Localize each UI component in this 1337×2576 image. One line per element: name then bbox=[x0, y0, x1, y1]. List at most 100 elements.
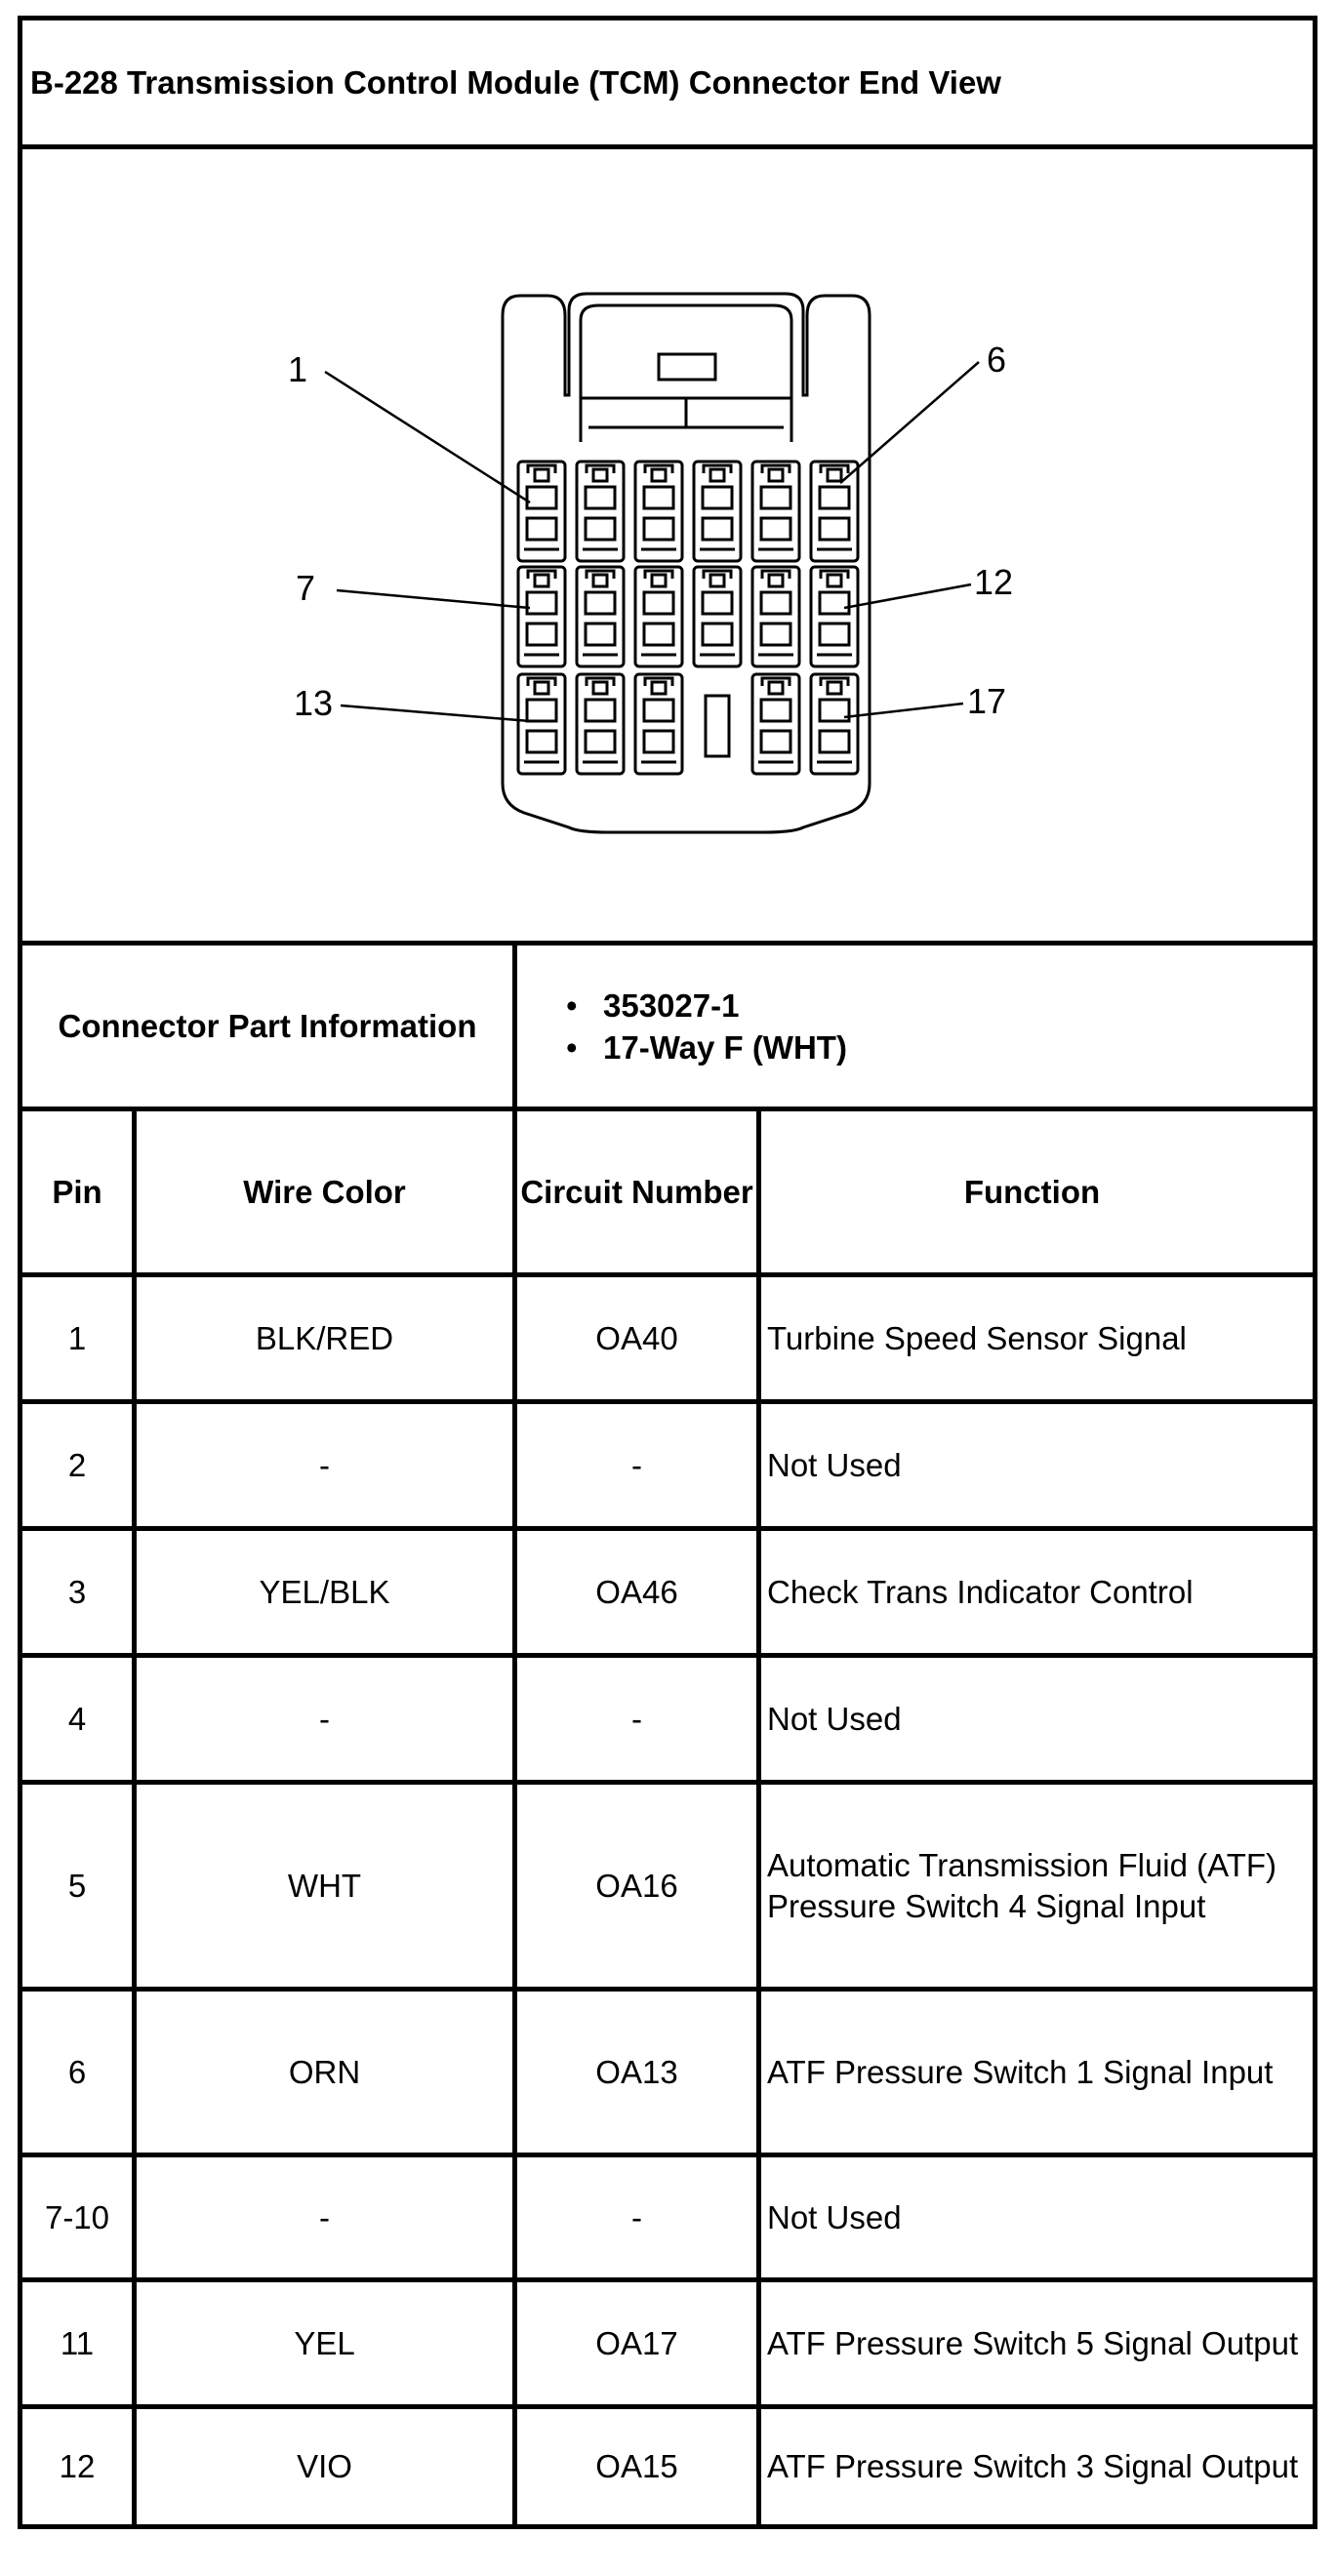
terminal-upper-window bbox=[642, 485, 675, 510]
terminal-tab bbox=[650, 467, 668, 483]
header-pin: Pin bbox=[52, 1173, 102, 1210]
column-divider bbox=[132, 1277, 137, 1399]
cavity-outline bbox=[633, 565, 684, 668]
connector-cavity bbox=[575, 565, 626, 668]
connector-cavity bbox=[750, 672, 801, 776]
header-circuit-number: Circuit Number bbox=[520, 1173, 753, 1210]
column-divider bbox=[512, 1992, 517, 2153]
column-divider bbox=[132, 1111, 137, 1272]
cavity-outline bbox=[575, 672, 626, 776]
pin-cell: 4 bbox=[67, 1700, 87, 1737]
column-divider bbox=[756, 2157, 761, 2277]
column-divider bbox=[512, 946, 517, 1107]
terminal-upper-window bbox=[584, 485, 617, 510]
wire-color-cell: YEL/BLK bbox=[259, 1573, 390, 1610]
cavity-outline bbox=[516, 565, 567, 668]
cavity-outline bbox=[692, 460, 743, 563]
column-divider bbox=[512, 2157, 517, 2277]
cavity-latch bbox=[819, 463, 850, 473]
column-divider bbox=[512, 1404, 517, 1526]
cavity-outline bbox=[633, 460, 684, 563]
cavity-latch bbox=[585, 463, 616, 473]
circuit-cell: OA16 bbox=[595, 1867, 678, 1904]
terminal-lower-window bbox=[525, 729, 558, 754]
terminal-upper-window bbox=[759, 485, 792, 510]
terminal-lower-window bbox=[701, 516, 734, 542]
terminal-tab bbox=[533, 467, 550, 483]
table-row: 3 YEL/BLK OA46 Check Trans Indicator Con… bbox=[22, 1531, 1313, 1658]
column-divider bbox=[512, 1658, 517, 1780]
connector-latch bbox=[579, 303, 793, 400]
function-cell: Turbine Speed Sensor Signal bbox=[767, 1319, 1187, 1356]
wire-color-cell: BLK/RED bbox=[255, 1319, 394, 1356]
table-row: 2 - - Not Used bbox=[22, 1404, 1313, 1531]
column-divider bbox=[756, 1531, 761, 1653]
terminal-lower-window bbox=[759, 729, 792, 754]
column-divider bbox=[756, 1277, 761, 1399]
table-row: 7-10 - - Not Used bbox=[22, 2157, 1313, 2282]
callout-leader-line bbox=[839, 361, 980, 484]
column-divider bbox=[756, 2282, 761, 2404]
callout-label: 1 bbox=[288, 349, 307, 389]
column-divider bbox=[756, 1404, 761, 1526]
cavity-latch bbox=[526, 676, 557, 686]
pin-cell: 2 bbox=[67, 1446, 87, 1483]
cavity-outline bbox=[575, 460, 626, 563]
cavity-outline bbox=[575, 565, 626, 668]
connector-housing-outline bbox=[501, 292, 871, 834]
table-row: 12 VIO OA15 ATF Pressure Switch 3 Signal… bbox=[22, 2409, 1313, 2524]
connector-cavity bbox=[633, 565, 684, 668]
table-header-row: Pin Wire Color Circuit Number Function bbox=[22, 1111, 1313, 1277]
function-cell: Not Used bbox=[767, 1446, 902, 1483]
connector-key-slot bbox=[704, 694, 731, 758]
wire-color-cell: ORN bbox=[288, 2053, 361, 2090]
terminal-lower-window bbox=[759, 516, 792, 542]
terminal-upper-window bbox=[759, 698, 792, 723]
cavity-latch bbox=[526, 463, 557, 473]
terminal-tab bbox=[591, 467, 609, 483]
callout-label: 17 bbox=[967, 681, 1006, 721]
pin-cell: 3 bbox=[67, 1573, 87, 1610]
connector-cavity bbox=[516, 672, 567, 776]
terminal-upper-window bbox=[525, 590, 558, 616]
cavity-latch bbox=[819, 569, 850, 579]
terminal-lower-window bbox=[584, 516, 617, 542]
connector-cavity bbox=[809, 565, 860, 668]
cavity-latch bbox=[643, 463, 674, 473]
column-divider bbox=[132, 1992, 137, 2153]
circuit-cell: OA46 bbox=[595, 1573, 678, 1610]
terminal-lower-window bbox=[642, 622, 675, 647]
cavity-outline bbox=[692, 565, 743, 668]
terminal-lower-window bbox=[818, 729, 851, 754]
table-row: 6 ORN OA13 ATF Pressure Switch 1 Signal … bbox=[22, 1992, 1313, 2157]
connector-cavity bbox=[633, 460, 684, 563]
terminal-tab bbox=[709, 467, 726, 483]
part-info-label: Connector Part Information bbox=[58, 1007, 477, 1044]
terminal-upper-window bbox=[701, 485, 734, 510]
cavity-outline bbox=[633, 672, 684, 776]
connector-sheet: B-228 Transmission Control Module (TCM) … bbox=[18, 16, 1317, 2529]
column-divider bbox=[756, 1992, 761, 2153]
part-info-list: 353027-1 17-Way F (WHT) bbox=[517, 946, 1313, 1107]
cavity-latch bbox=[585, 569, 616, 579]
callout-leader-line bbox=[843, 702, 964, 719]
connector-cavity bbox=[692, 565, 743, 668]
part-info-row: Connector Part Information 353027-1 17-W… bbox=[22, 946, 1313, 1111]
terminal-lower-window bbox=[525, 622, 558, 647]
terminal-upper-window bbox=[642, 590, 675, 616]
terminal-upper-window bbox=[584, 698, 617, 723]
pin-cell: 6 bbox=[67, 2053, 87, 2090]
cavity-latch bbox=[760, 676, 791, 686]
terminal-tab bbox=[591, 573, 609, 588]
callout-leader-line bbox=[340, 704, 531, 723]
connector-cavity bbox=[516, 565, 567, 668]
column-divider bbox=[132, 1404, 137, 1526]
pin-cell: 11 bbox=[60, 2324, 95, 2361]
terminal-lower-window bbox=[584, 622, 617, 647]
terminal-upper-window bbox=[584, 590, 617, 616]
terminal-tab bbox=[826, 573, 843, 588]
column-divider bbox=[756, 1658, 761, 1780]
column-divider bbox=[756, 1111, 761, 1272]
function-cell: ATF Pressure Switch 1 Signal Input bbox=[767, 2053, 1274, 2090]
terminal-lower-window bbox=[642, 516, 675, 542]
